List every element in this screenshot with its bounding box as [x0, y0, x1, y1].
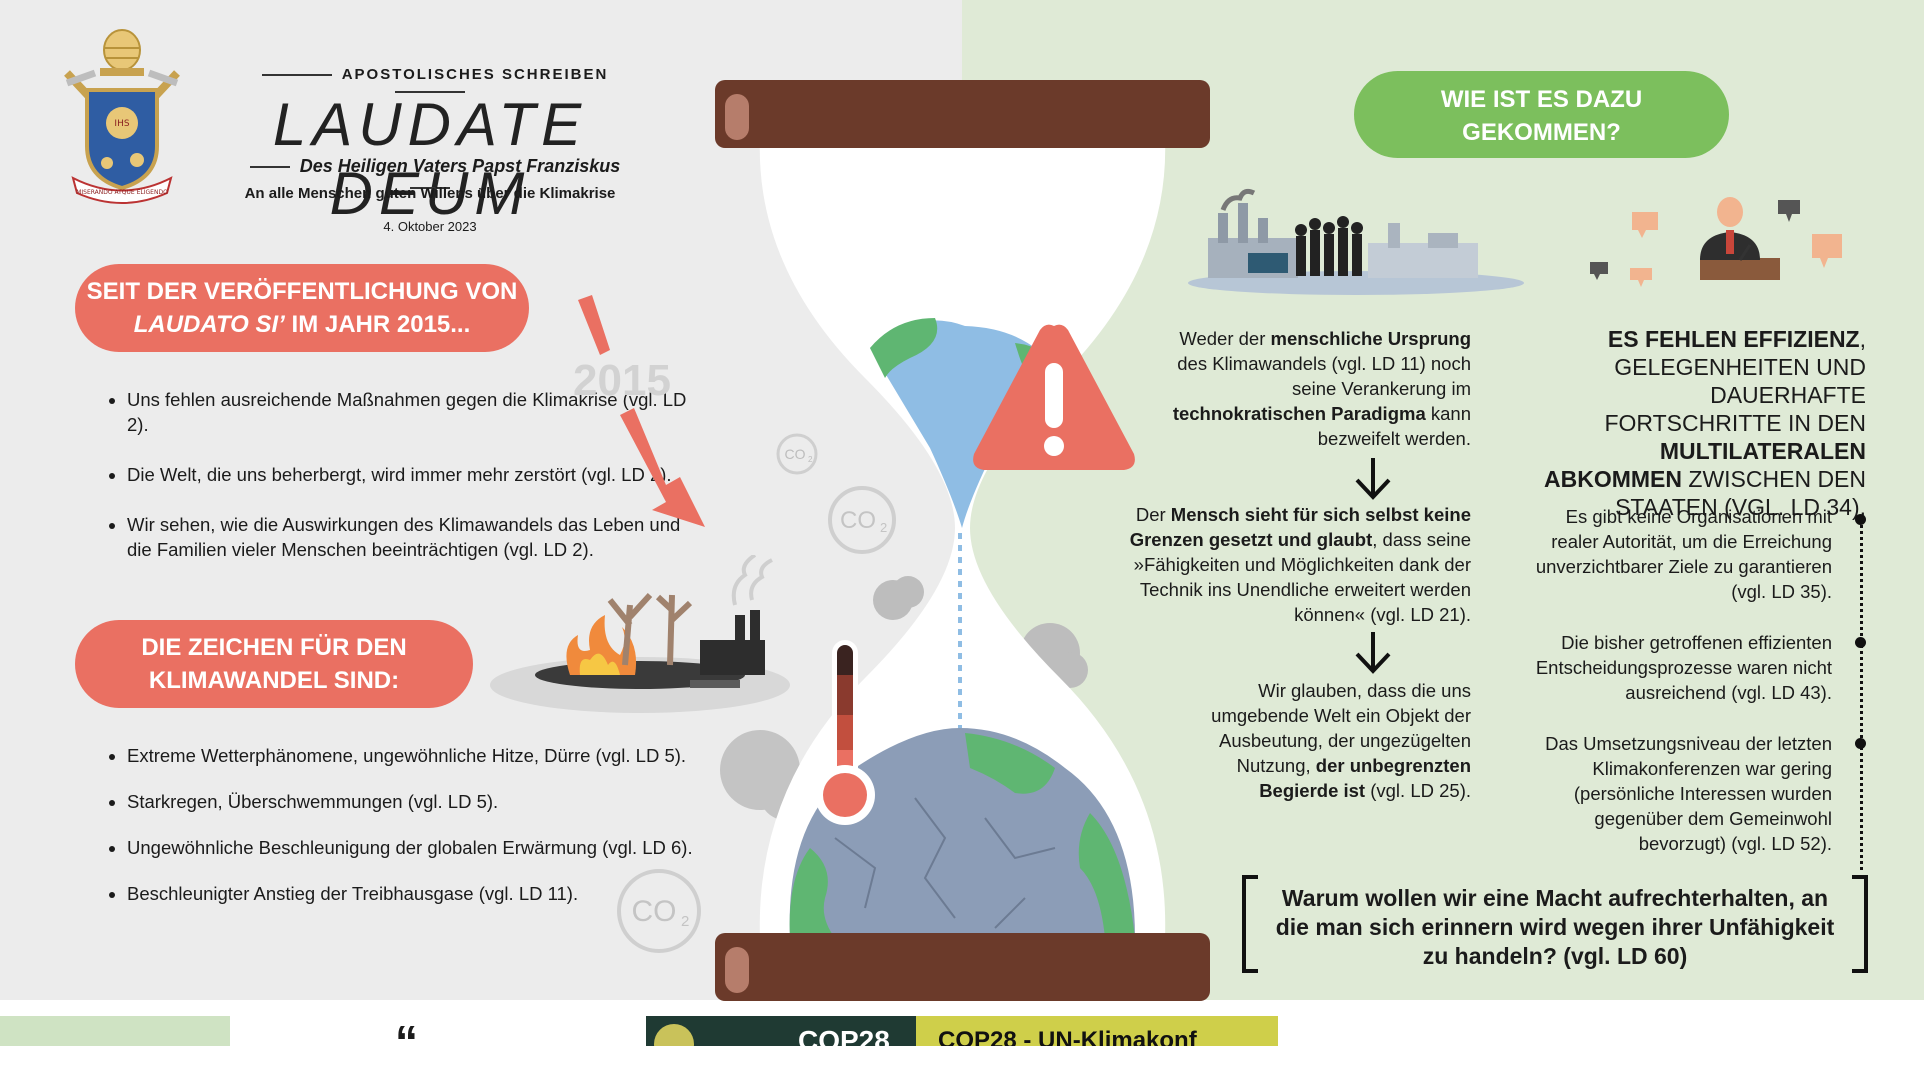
header-overline: APOSTOLISCHES SCHREIBEN [210, 66, 650, 100]
co2-bubble-icon: CO 2 [617, 869, 701, 953]
bottom-strip-cop-title: COP28 - UN-Klimakonf [916, 1016, 1278, 1046]
quote-mark: “ [395, 1016, 418, 1068]
list-item: Extreme Wetterphänomene, ungewöhnliche H… [127, 743, 747, 768]
header-subtitle: Des Heiligen Vaters Papst Franziskus [210, 156, 650, 198]
bottom-strip-cop: COP28 [646, 1016, 916, 1046]
svg-text:CO: CO [785, 446, 806, 462]
year-label: 2015 [573, 356, 671, 405]
list-item: Die bisher getroffenen effizienten Entsc… [1535, 632, 1832, 703]
down-arrow-icon [1355, 458, 1391, 500]
svg-text:2: 2 [681, 913, 689, 930]
list-item: Es gibt keine Organisationen mit realer … [1535, 506, 1832, 602]
list-item: Das Umsetzungsniveau der letzten Klimako… [1545, 733, 1832, 854]
signs-list: Extreme Wetterphänomene, ungewöhnliche H… [105, 743, 747, 906]
crest-motto: MISERANDO ATQUE ELIGENDO [76, 189, 168, 196]
no-limits-paragraph: Der Mensch sieht für sich selbst keine G… [1129, 504, 1471, 625]
co2-bubble-icon: CO 2 [828, 486, 896, 554]
timeline-dot [1855, 637, 1866, 648]
cop-label: COP28 [798, 1025, 890, 1047]
page-title: LAUDATE DEUM [272, 91, 588, 227]
header-date: 4. Oktober 2023 [383, 219, 477, 234]
list-item: Die Welt, die uns beherbergt, wird immer… [127, 462, 687, 487]
timeline-dot [1855, 738, 1866, 749]
list-item: Uns fehlen ausreichende Maßnahmen gegen … [127, 387, 687, 437]
header-tagline: An alle Menschen guten Willens über die … [244, 185, 616, 202]
multilateral-heading: ES FEHLEN EFFIZIENZ, GELEGENHEITEN UND D… [1544, 326, 1866, 520]
timeline-line [1860, 520, 1863, 870]
section-since-2015-heading: SEIT DER VERÖFFENTLICHUNG VON LAUDATO SI… [75, 264, 529, 352]
smoke-cloud-icon [873, 576, 924, 620]
quote-bracket-left [1242, 875, 1258, 973]
svg-text:CO: CO [632, 895, 677, 928]
svg-text:2: 2 [808, 455, 813, 464]
svg-text:CO: CO [840, 507, 876, 534]
origin-paragraph: Weder der menschliche Ursprung des Klima… [1172, 328, 1471, 449]
section-signs-heading: DIE ZEICHEN FÜR DEN KLIMAWANDEL SIND: [75, 620, 473, 708]
co2-bubble-icon: CO 2 [776, 433, 818, 475]
list-item: Starkregen, Überschwemmungen (vgl. LD 5)… [127, 789, 747, 814]
exploitation-paragraph: Wir glauben, dass die uns umgebende Welt… [1211, 680, 1471, 801]
list-item: Wir sehen, wie die Auswirkungen des Klim… [127, 512, 687, 562]
svg-text:2: 2 [880, 520, 887, 535]
burning-landscape-icon [490, 555, 790, 713]
bottom-strip-quote: “ [230, 1016, 635, 1065]
crest-letters: IHS [114, 119, 129, 129]
warning-icon [973, 324, 1135, 470]
how-did-it-happen-heading: WIE IST ES DAZU GEKOMMEN? [1354, 71, 1729, 158]
speaker-thumbs-down-icon [1590, 197, 1842, 287]
thermometer-icon [815, 640, 875, 825]
closing-quote: Warum wollen wir eine Macht aufrechterha… [1275, 885, 1835, 969]
cop-title: COP28 - UN-Klimakonf [938, 1027, 1197, 1046]
papal-crest-icon: IHS MISERANDO ATQUE ELIGENDO [64, 29, 180, 204]
cop-logo-icon [654, 1024, 694, 1046]
quote-bracket-right [1852, 875, 1868, 973]
factory-businessmen-icon [1188, 188, 1524, 295]
list-item: Ungewöhnliche Beschleunigung der globale… [127, 835, 747, 860]
since-2015-list: Uns fehlen ausreichende Maßnahmen gegen … [105, 387, 687, 562]
timeline-dot [1855, 514, 1866, 525]
list-item: Beschleunigter Anstieg der Treibhausgase… [127, 881, 747, 906]
down-arrow-icon [1355, 632, 1391, 674]
bottom-strip-green [0, 1016, 230, 1046]
decline-arrow-icon: 2015 [573, 295, 705, 527]
